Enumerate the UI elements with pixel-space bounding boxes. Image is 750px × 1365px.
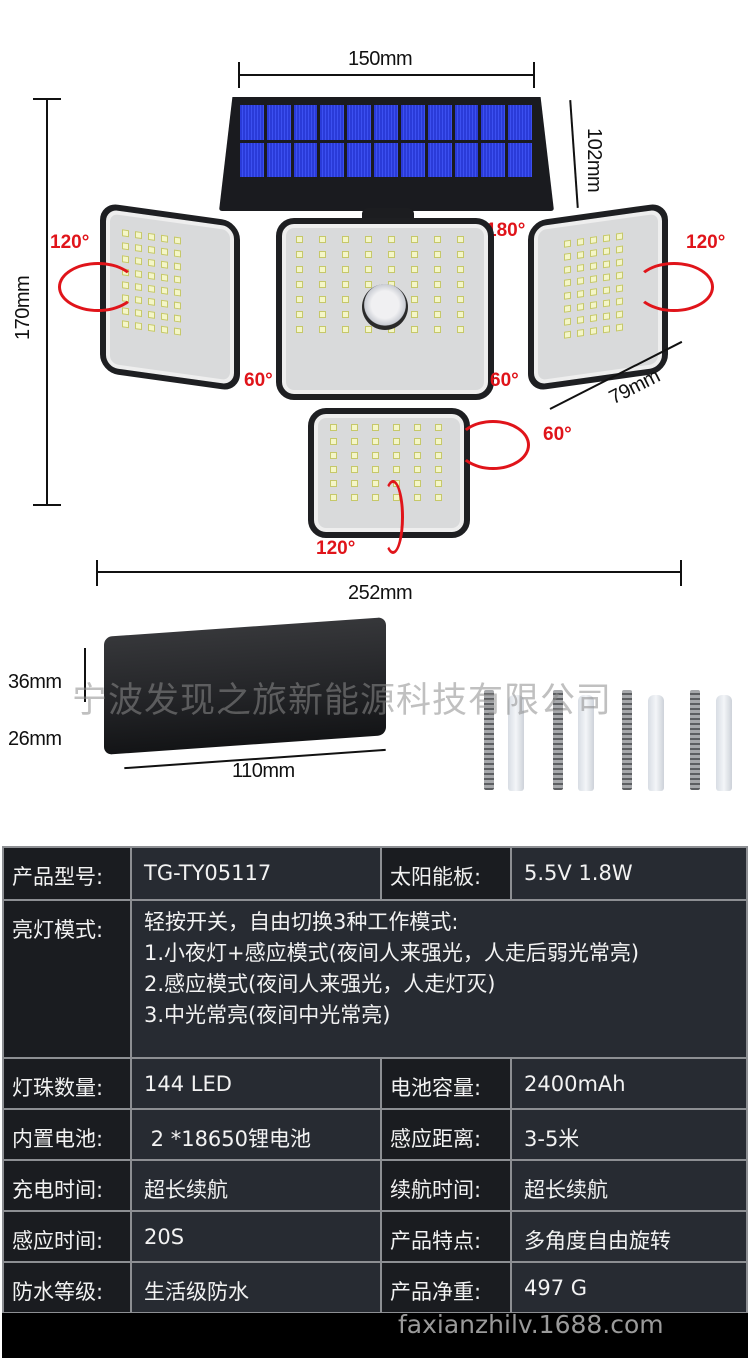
- dim-total-width: 252mm: [348, 582, 413, 604]
- wall-anchor-icon: [578, 695, 594, 791]
- motion-sensor-icon: [362, 284, 408, 330]
- spec-value-solar: 5.5V 1.8W: [510, 846, 748, 901]
- spec-value: 497 G: [510, 1261, 748, 1314]
- table-row: 充电时间: 超长续航 续航时间: 超长续航: [2, 1159, 748, 1212]
- screw-icon: [690, 690, 700, 790]
- dim-panel-height: 102mm: [583, 128, 605, 193]
- table-row: 防水等级: 生活级防水 产品净重: 497 G: [2, 1261, 748, 1314]
- mode-line: 1.小夜灯+感应模式(夜间人来强光，人走后弱光常亮): [144, 941, 640, 965]
- company-watermark: 宁波发现之旅新能源科技有限公司: [72, 681, 613, 721]
- rotation-label-left-horizontal: 120°: [50, 232, 90, 253]
- rotation-label-right-vertical: 60°: [490, 370, 519, 391]
- spec-label: 电池容量:: [380, 1057, 512, 1110]
- dim-line-panel-height: [569, 100, 579, 208]
- screw-icon: [553, 690, 563, 790]
- wall-anchor-icon: [508, 695, 524, 791]
- rotation-label-left-vertical: 60°: [244, 370, 273, 391]
- spec-value: 生活级防水: [130, 1261, 382, 1314]
- spec-label: 续航时间:: [380, 1159, 512, 1212]
- dim-line-total-width: [98, 571, 680, 573]
- table-row: 感应时间: 20S 产品特点: 多角度自由旋转: [2, 1210, 748, 1263]
- spec-label: 产品型号:: [2, 846, 132, 901]
- spec-value: 2400mAh: [510, 1057, 748, 1110]
- footer-watermark: faxianzhilv.1688.com: [398, 1310, 664, 1339]
- table-row: 亮灯模式: 轻按开关，自由切换3种工作模式: 1.小夜灯+感应模式(夜间人来强光…: [2, 899, 748, 1059]
- dim-tick: [238, 62, 240, 88]
- spec-label: 感应距离:: [380, 1108, 512, 1161]
- dim-total-height: 170mm: [12, 275, 34, 340]
- wall-anchor-icon: [716, 695, 732, 791]
- dim-line-bracket-height: [84, 648, 86, 702]
- rotation-arrow-bottom: [456, 420, 530, 470]
- spec-label: 内置电池:: [2, 1108, 132, 1161]
- spec-label: 灯珠数量:: [2, 1057, 132, 1110]
- dim-panel-width: 150mm: [348, 48, 413, 70]
- dim-tick: [533, 62, 535, 88]
- lamp-head-center: [276, 218, 494, 400]
- rotation-arrow-right: [634, 262, 714, 312]
- spec-value-modes: 轻按开关，自由切换3种工作模式: 1.小夜灯+感应模式(夜间人来强光，人走后弱光…: [130, 899, 748, 1059]
- screw-icon: [484, 690, 494, 790]
- rotation-label-bottom-horizontal: 60°: [543, 424, 572, 445]
- spec-label: 产品净重:: [380, 1261, 512, 1314]
- dim-bracket-top: 36mm: [8, 671, 62, 693]
- footer-bar: [2, 1313, 748, 1358]
- spec-label: 亮灯模式:: [2, 899, 132, 1059]
- dim-tick: [680, 560, 682, 586]
- dim-bracket-width: 110mm: [232, 760, 295, 782]
- mode-line: 2.感应模式(夜间人来强光，人走灯灭): [144, 972, 496, 996]
- rotation-arrow-bottom-vertical: [382, 480, 404, 554]
- table-row: 内置电池: 2 *18650锂电池 感应距离: 3-5米: [2, 1108, 748, 1161]
- dim-line-top: [240, 74, 534, 76]
- rotation-label-right-horizontal: 120°: [686, 232, 726, 253]
- spec-label: 太阳能板:: [380, 846, 512, 901]
- rotation-label-bottom-vertical: 120°: [316, 538, 356, 559]
- spec-label: 产品特点:: [380, 1210, 512, 1263]
- spec-value: 超长续航: [510, 1159, 748, 1212]
- solar-panel: [219, 97, 554, 211]
- dim-tick: [96, 560, 98, 586]
- spec-label: 防水等级:: [2, 1261, 132, 1314]
- spec-value: 2 *18650锂电池: [130, 1108, 382, 1161]
- dim-tick: [33, 504, 61, 506]
- spec-value: 144 LED: [130, 1057, 382, 1110]
- spec-value: 超长续航: [130, 1159, 382, 1212]
- dim-tick: [33, 98, 61, 100]
- screw-icon: [622, 690, 632, 790]
- dim-line-total-height: [46, 100, 48, 505]
- spec-value: 3-5米: [510, 1108, 748, 1161]
- mode-line: 3.中光常亮(夜间中光常亮): [144, 1003, 391, 1027]
- rotation-label-panel: 180°: [486, 220, 526, 241]
- spec-value: 多角度自由旋转: [510, 1210, 748, 1263]
- spec-label: 充电时间:: [2, 1159, 132, 1212]
- table-row: 产品型号: TG-TY05117 太阳能板: 5.5V 1.8W: [2, 846, 748, 901]
- rotation-arrow-left: [58, 262, 138, 312]
- mode-line: 轻按开关，自由切换3种工作模式:: [144, 910, 459, 934]
- table-row: 灯珠数量: 144 LED 电池容量: 2400mAh: [2, 1057, 748, 1110]
- wall-anchor-icon: [648, 695, 664, 791]
- spec-value: 20S: [130, 1210, 382, 1263]
- spec-label: 感应时间:: [2, 1210, 132, 1263]
- spec-table: 产品型号: TG-TY05117 太阳能板: 5.5V 1.8W 亮灯模式: 轻…: [2, 846, 748, 1314]
- spec-value-model: TG-TY05117: [130, 846, 382, 901]
- dim-bracket-bottom: 26mm: [8, 728, 62, 750]
